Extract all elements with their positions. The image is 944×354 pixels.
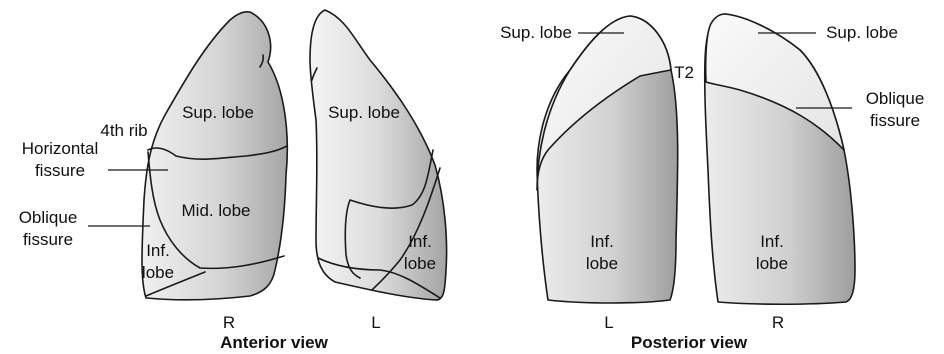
anterior-right-sup-label: Sup. lobe [182, 103, 254, 122]
posterior-right-side-label: R [772, 313, 784, 332]
horizontal-fissure-label-1: Horizontal [22, 139, 99, 158]
posterior-left-side-label: L [604, 313, 613, 332]
posterior-right-sup-callout: Sup. lobe [826, 23, 898, 42]
posterior-view-title: Posterior view [631, 333, 748, 352]
posterior-left-inf-label-1: Inf. [590, 232, 614, 251]
t2-label: T2 [674, 63, 694, 82]
posterior-left-inf-label-2: lobe [586, 254, 618, 273]
anterior-right-inf-label-1: Inf. [146, 241, 170, 260]
anterior-right-side-label: R [223, 313, 235, 332]
anterior-right-mid-label: Mid. lobe [182, 201, 251, 220]
anterior-left-inf-label-2: lobe [404, 254, 436, 273]
anterior-right-inf-label-2: lobe [142, 263, 174, 282]
posterior-oblique-label-1: Oblique [866, 89, 925, 108]
horizontal-fissure-label-2: fissure [35, 161, 85, 180]
posterior-right-inf-label-2: lobe [756, 254, 788, 273]
anterior-view-title: Anterior view [220, 333, 328, 352]
anterior-left-side-label: L [371, 313, 380, 332]
anterior-left-sup-label: Sup. lobe [328, 103, 400, 122]
posterior-right-inf-label-1: Inf. [760, 232, 784, 251]
rib-callout-label: 4th rib [100, 121, 147, 140]
posterior-oblique-label-2: fissure [870, 111, 920, 130]
posterior-left-sup-callout: Sup. lobe [500, 23, 572, 42]
oblique-fissure-label-1: Oblique [19, 208, 78, 227]
anterior-left-inf-label-1: Inf. [408, 232, 432, 251]
oblique-fissure-label-2: fissure [23, 230, 73, 249]
